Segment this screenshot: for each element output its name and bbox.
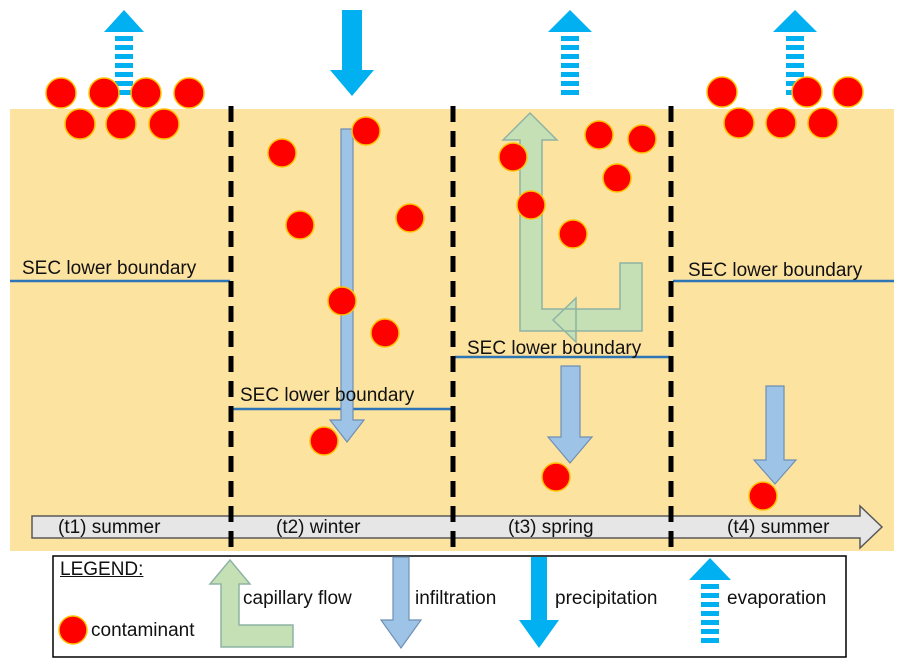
season-label-t1: (t1) summer <box>58 517 161 538</box>
contaminant-icon <box>45 77 77 109</box>
contaminant-icon <box>370 318 400 348</box>
contaminant-icon <box>516 190 546 220</box>
legend-capillary-flow-label: capillary flow <box>243 588 352 609</box>
contaminant-icon <box>285 210 315 240</box>
contaminant-icon <box>807 107 839 139</box>
infiltration-arrow-icon <box>379 556 423 650</box>
contaminant-icon <box>351 116 381 146</box>
capillary-flow-arrow-icon <box>208 558 294 648</box>
legend-contaminant-label: contaminant <box>91 620 195 641</box>
contaminant-icon <box>765 107 797 139</box>
contaminant-icon <box>105 108 137 140</box>
contaminant-icon <box>88 77 120 109</box>
contaminant-icon <box>706 76 738 108</box>
capillary-flow-arrow-icon <box>501 111 643 344</box>
contaminant-icon <box>148 108 180 140</box>
contaminant-icon <box>541 462 571 492</box>
season-label-t4: (t4) summer <box>727 517 830 538</box>
contaminant-icon <box>498 142 528 172</box>
season-label-t2: (t2) winter <box>276 517 361 538</box>
infiltration-arrow-icon <box>328 128 366 443</box>
legend-evaporation-label: evaporation <box>727 588 827 609</box>
contaminant-icon <box>395 203 425 233</box>
sec-boundary-label-t3: SEC lower boundary <box>467 338 642 359</box>
infiltration-arrow-icon <box>752 385 798 485</box>
contaminant-icon <box>602 163 632 193</box>
precipitation-arrow-icon <box>519 557 559 648</box>
infiltration-arrow-icon <box>546 365 594 464</box>
contaminant-icon <box>173 77 205 109</box>
contaminant-icon <box>627 124 657 154</box>
contaminant-icon <box>791 76 823 108</box>
contaminant-icon <box>58 615 88 645</box>
contaminant-icon <box>558 219 588 249</box>
evaporation-arrow-icon <box>548 10 592 95</box>
contaminant-icon <box>584 120 614 150</box>
legend-title: LEGEND: <box>60 559 144 580</box>
contaminant-icon <box>832 76 864 108</box>
contaminant-icon <box>130 77 162 109</box>
legend-precipitation-label: precipitation <box>555 588 658 609</box>
sec-boundary-label-t4: SEC lower boundary <box>688 260 863 281</box>
precipitation-arrow-icon <box>330 10 374 96</box>
sec-boundary-label-t1: SEC lower boundary <box>22 258 197 279</box>
season-label-t3: (t3) spring <box>508 517 594 538</box>
contaminant-icon <box>64 108 96 140</box>
sec-boundary-label-t2: SEC lower boundary <box>240 385 415 406</box>
contaminant-icon <box>748 481 778 511</box>
legend-infiltration-label: infiltration <box>415 588 497 609</box>
evaporation-arrow-icon <box>689 558 731 643</box>
contaminant-icon <box>723 107 755 139</box>
contaminant-icon <box>309 426 339 456</box>
contaminant-icon <box>327 286 357 316</box>
contaminant-icon <box>267 138 297 168</box>
evaporation-arrow-icon <box>104 10 144 95</box>
